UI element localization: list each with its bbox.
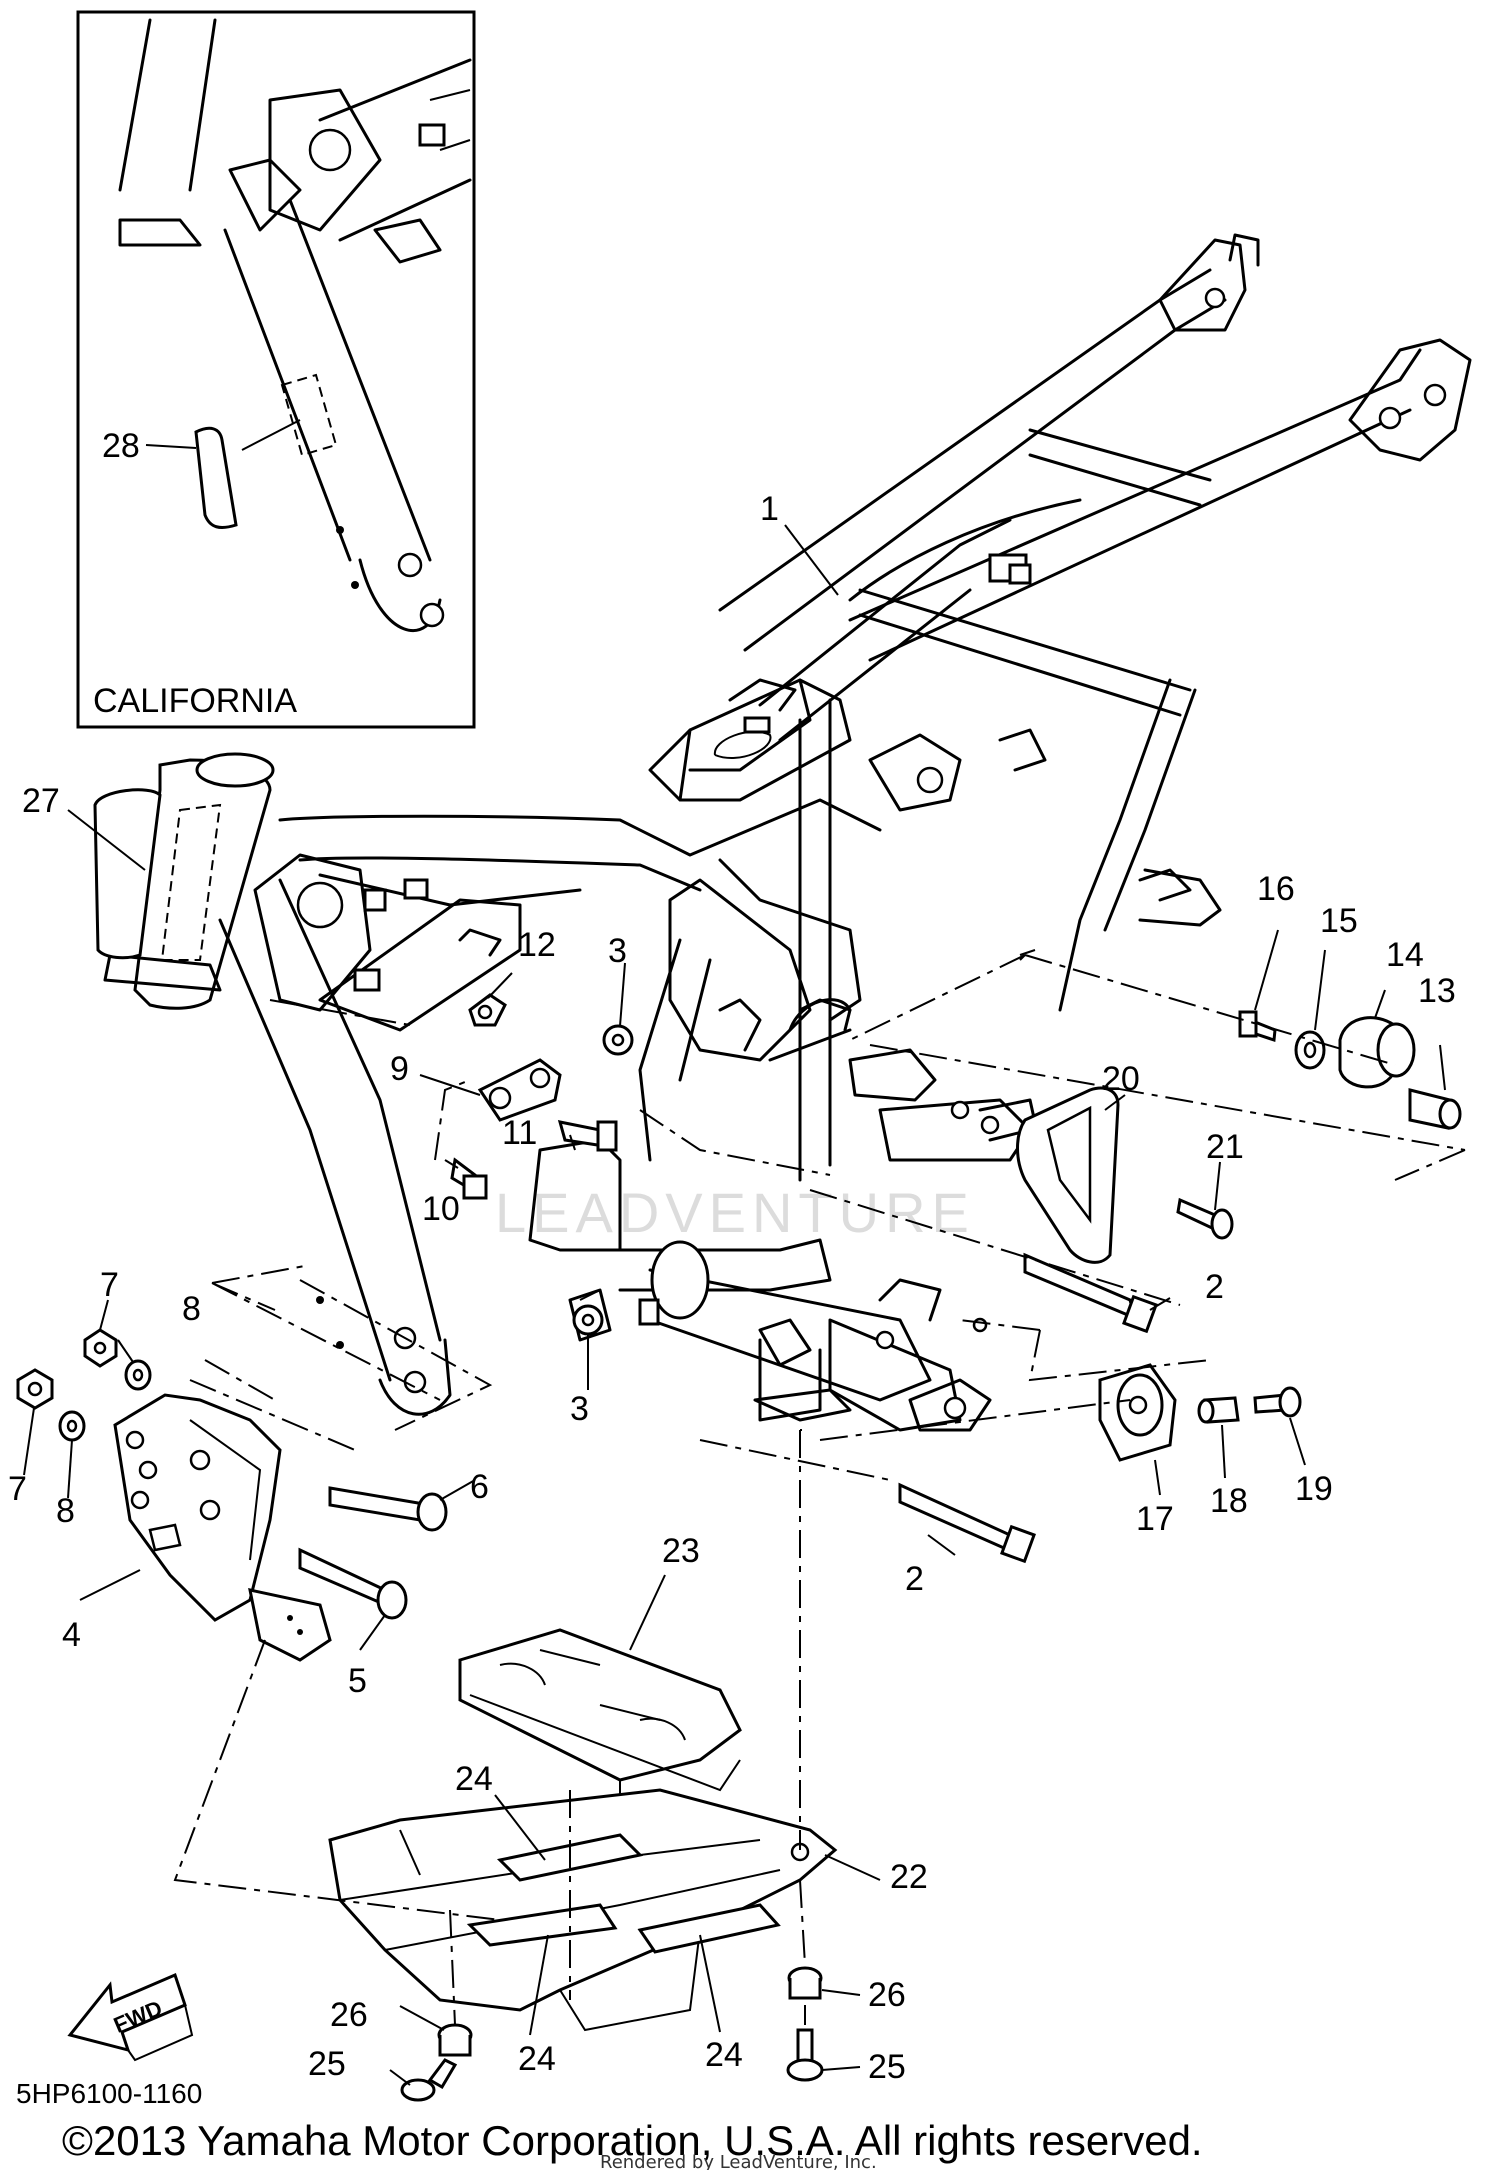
callout-25a: 25: [308, 2045, 346, 2083]
california-inset: 28 CALIFORNIA: [76, 10, 476, 729]
callout-6: 6: [470, 1468, 489, 1506]
callout-12: 12: [518, 926, 556, 964]
callout-28: 28: [102, 427, 140, 465]
callout-13: 13: [1418, 972, 1456, 1010]
callout-3b: 3: [570, 1390, 589, 1428]
callout-27: 27: [22, 782, 60, 820]
callout-14: 14: [1386, 936, 1424, 974]
callout-23: 23: [662, 1532, 700, 1570]
callout-24c: 24: [705, 2036, 743, 2074]
fwd-arrow: FWD: [67, 1972, 194, 2062]
callout-19: 19: [1295, 1470, 1333, 1508]
callout-10: 10: [422, 1190, 460, 1228]
callout-1: 1: [760, 490, 779, 528]
callout-18: 18: [1210, 1482, 1248, 1520]
callout-20: 20: [1102, 1060, 1140, 1098]
callout-7a: 7: [100, 1266, 119, 1304]
callout-2a: 2: [1205, 1268, 1224, 1306]
callout-26b: 26: [868, 1976, 906, 2014]
callout-numbers: 1 27 2 2 3 3 4 5 6 7 7 8 8 9 10 11 12 13…: [8, 490, 1456, 2086]
callout-9: 9: [390, 1050, 409, 1088]
callout-8b: 8: [56, 1492, 75, 1530]
callout-3a: 3: [608, 932, 627, 970]
callout-17: 17: [1136, 1500, 1174, 1538]
leader-lines: [23, 524, 1466, 2086]
fasteners: [16, 788, 1462, 2102]
callout-25b: 25: [868, 2048, 906, 2086]
callout-5: 5: [348, 1662, 367, 1700]
callout-4: 4: [62, 1616, 81, 1654]
frame-assembly: [103, 233, 1472, 1432]
callout-2b: 2: [905, 1560, 924, 1598]
rendered-by-credit: Rendered by LeadVenture, Inc.: [600, 2152, 877, 2170]
callout-21: 21: [1206, 1128, 1244, 1166]
copyright-notice: ©2013 Yamaha Motor Corporation, U.S.A. A…: [62, 2117, 1203, 2164]
callout-7b: 7: [8, 1470, 27, 1508]
callout-26a: 26: [330, 1996, 368, 2034]
callout-24a: 24: [455, 1760, 493, 1798]
callout-11: 11: [502, 1114, 537, 1152]
diagram-code: 5HP6100-1160: [16, 2078, 202, 2109]
inset-label: CALIFORNIA: [93, 682, 297, 720]
callout-16: 16: [1257, 870, 1295, 908]
callout-8a: 8: [182, 1290, 201, 1328]
callout-22: 22: [890, 1858, 928, 1896]
watermark: LEADVENTURE: [495, 1181, 975, 1244]
callout-15: 15: [1320, 902, 1358, 940]
callout-24b: 24: [518, 2040, 556, 2078]
